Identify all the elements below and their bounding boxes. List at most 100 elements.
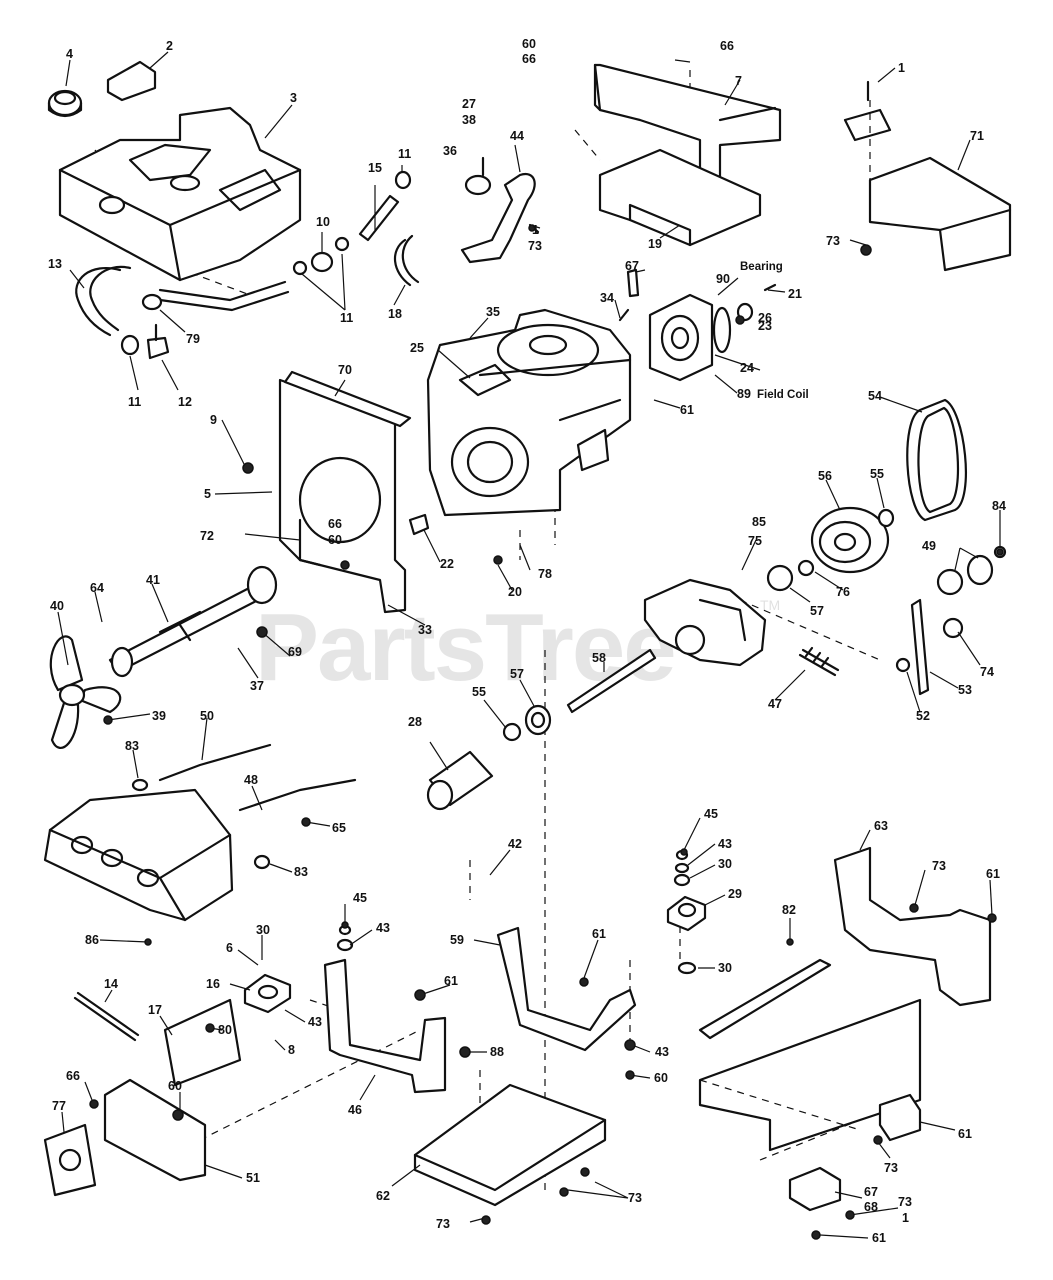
callout-label: 69 xyxy=(288,645,302,659)
callout-label: 75 xyxy=(748,534,762,548)
shield-17 xyxy=(163,998,242,1087)
callout-label: 66 xyxy=(720,39,734,53)
callout-label: 79 xyxy=(186,332,200,346)
callout-label: 67 xyxy=(625,259,639,273)
callout-label: 90 xyxy=(716,272,730,286)
callout-label: 88 xyxy=(490,1045,504,1059)
hose-connector xyxy=(310,251,334,273)
callout-label: 29 xyxy=(728,887,742,901)
callout-label: 13 xyxy=(48,257,62,271)
callout-label: 43 xyxy=(308,1015,322,1029)
callout-label: 52 xyxy=(916,709,930,723)
callout-label: 43 xyxy=(718,837,732,851)
callout-label: 49 xyxy=(922,539,936,553)
fuel-grommet xyxy=(141,293,163,311)
base-plate xyxy=(413,1083,607,1207)
callout-label: 39 xyxy=(152,709,166,723)
callout-label: 27 xyxy=(462,97,476,111)
control-cable-upper xyxy=(158,743,272,782)
fuel-line-upper xyxy=(158,280,290,312)
callout-label: 51 xyxy=(246,1171,260,1185)
corner-bracket-61 xyxy=(878,1093,922,1142)
callout-label: 57 xyxy=(810,604,824,618)
callout-label: 80 xyxy=(218,1023,232,1037)
callout-label: 30 xyxy=(718,961,732,975)
callout-label: 20 xyxy=(508,585,522,599)
callout-label: 10 xyxy=(316,215,330,229)
callout-label: 73 xyxy=(932,859,946,873)
callout-label: 8 xyxy=(288,1043,295,1057)
callout-label: 50 xyxy=(200,709,214,723)
callout-label: 43 xyxy=(655,1045,669,1059)
callout-label: 71 xyxy=(970,129,984,143)
callout-label: 19 xyxy=(648,237,662,251)
callout-label: 7 xyxy=(735,74,742,88)
tension-spring xyxy=(798,646,840,677)
callout-label: 73 xyxy=(898,1195,912,1209)
callout-label: 1 xyxy=(532,223,539,237)
callout-label: 73 xyxy=(884,1161,898,1175)
pulley-nut xyxy=(877,508,895,528)
callout-label: 78 xyxy=(538,567,552,581)
callout-label: 30 xyxy=(256,923,270,937)
callout-label: 22 xyxy=(440,557,454,571)
callout-label: 11 xyxy=(340,311,353,325)
tank-bracket xyxy=(106,60,157,102)
callout-label: 48 xyxy=(244,773,258,787)
gearbox xyxy=(643,578,767,667)
callout-label: 60 xyxy=(168,1079,182,1093)
intake-clamp xyxy=(464,174,492,196)
electric-clutch xyxy=(618,268,777,382)
callout-label: 36 xyxy=(443,144,457,158)
note-bearing: Bearing xyxy=(740,261,783,273)
callout-label: 5 xyxy=(204,487,211,501)
callout-label: 59 xyxy=(450,933,464,947)
callout-label: 55 xyxy=(472,685,486,699)
callout-label: 14 xyxy=(104,977,118,991)
frame-rail-upper xyxy=(698,958,832,1040)
gasket-77 xyxy=(43,1123,97,1197)
shield-51 xyxy=(103,1078,207,1182)
callout-label: 84 xyxy=(992,499,1006,513)
callout-label: 12 xyxy=(178,395,192,409)
callout-label: 61 xyxy=(872,1231,886,1245)
callout-label: 56 xyxy=(818,469,832,483)
callout-label: 24 xyxy=(740,361,754,375)
callout-label: 64 xyxy=(90,581,104,595)
drive-shaft xyxy=(108,565,278,678)
idler-arm xyxy=(910,598,930,696)
hose-clamp xyxy=(120,334,140,356)
callout-label: 16 xyxy=(206,977,220,991)
callout-label: 18 xyxy=(388,307,402,321)
watermark-trademark: TM xyxy=(760,597,780,613)
callout-label: 46 xyxy=(348,1103,362,1117)
side-shield xyxy=(843,80,1012,272)
callout-label: 72 xyxy=(200,529,214,543)
callout-label: 61 xyxy=(680,403,694,417)
engine-mount-plate xyxy=(278,370,430,614)
callout-label: 77 xyxy=(52,1099,66,1113)
callout-label: 61 xyxy=(444,974,458,988)
callout-label: 15 xyxy=(368,161,382,175)
hose-spring xyxy=(394,234,420,287)
callout-label: 54 xyxy=(868,389,882,403)
callout-label: 25 xyxy=(410,341,424,355)
strip-14 xyxy=(73,991,140,1042)
callout-numbers: 4 2 3 13 79 11 12 10 11 15 11 18 36 27 3… xyxy=(48,37,1006,1245)
callout-label: 1 xyxy=(898,61,905,75)
propeller xyxy=(49,635,122,749)
callout-label: 3 xyxy=(290,91,297,105)
control-cable-lower xyxy=(238,778,357,812)
callout-label: 21 xyxy=(788,287,802,301)
callout-label: 45 xyxy=(353,891,367,905)
callout-label: 23 xyxy=(758,319,772,333)
callout-label: 67 xyxy=(864,1185,878,1199)
callout-label: 73 xyxy=(628,1191,642,1205)
callout-label: 42 xyxy=(508,837,522,851)
callout-label: 11 xyxy=(398,147,411,161)
callout-label: 55 xyxy=(870,467,884,481)
callout-label: 58 xyxy=(592,651,606,665)
callout-label: 73 xyxy=(826,234,840,248)
mount-bracket-59 xyxy=(496,926,637,1052)
callout-label: 60 xyxy=(654,1071,668,1085)
